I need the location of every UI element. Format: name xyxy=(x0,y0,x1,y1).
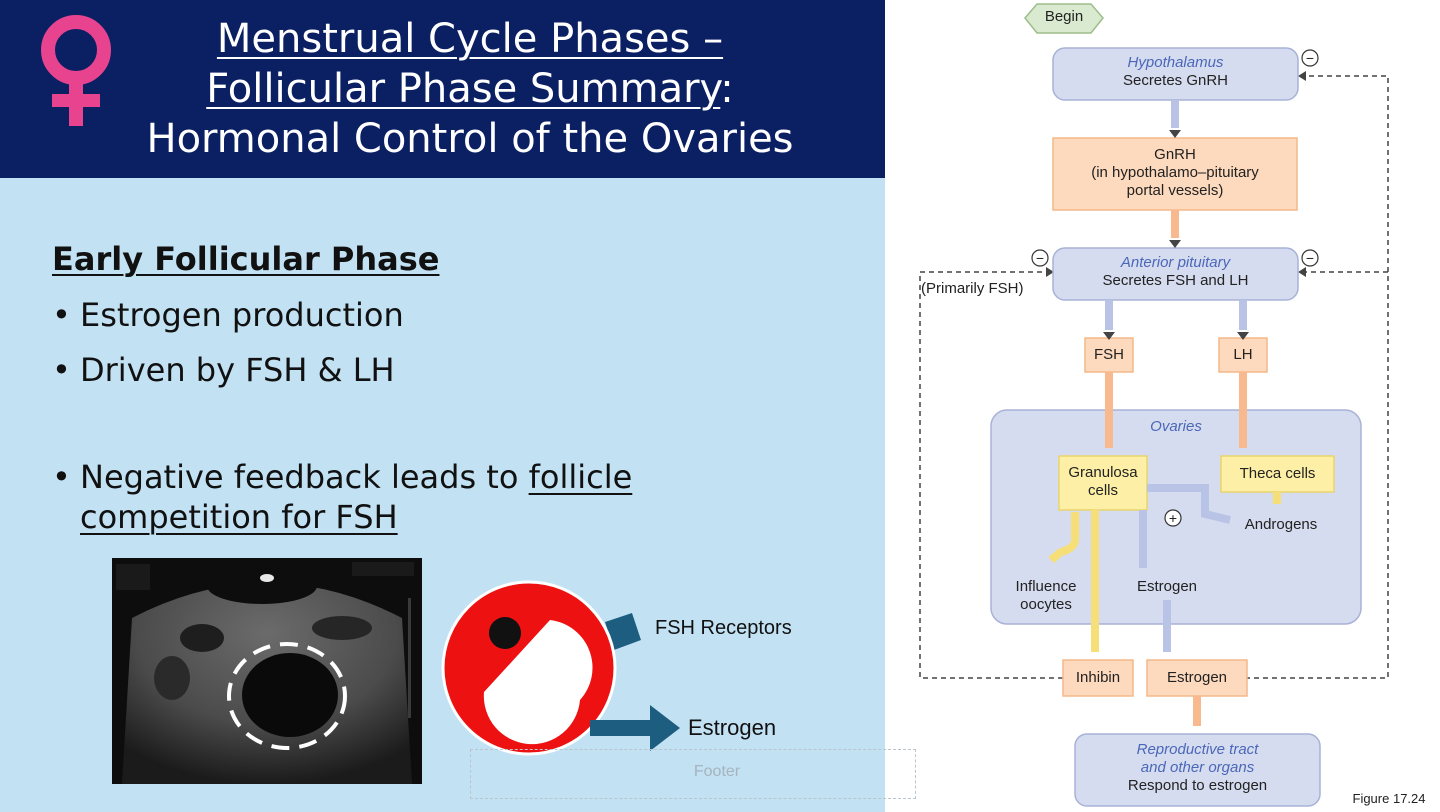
anterior-pituitary-sub: Secretes FSH and LH xyxy=(1102,272,1249,289)
granulosa-line-1: Granulosa xyxy=(1068,464,1138,481)
oocyte-dot xyxy=(489,617,521,649)
inhibin-label: Inhibin xyxy=(1075,669,1121,686)
respond-to-estrogen-label: Respond to estrogen xyxy=(1127,777,1268,794)
primarily-fsh-label: (Primarily FSH) xyxy=(921,280,1024,297)
gnrh-line-3: portal vessels) xyxy=(1126,182,1224,199)
estrogen-arrow-icon xyxy=(590,705,680,751)
lh-box-label: LH xyxy=(1233,346,1253,363)
hormone-flowchart: Begin Hypothalamus Secretes GnRH GnRH (i… xyxy=(885,0,1440,812)
ultrasound-image xyxy=(112,558,422,784)
minus-feedback-glyph: − xyxy=(1305,50,1315,66)
influence-oocytes-line-2: oocytes xyxy=(1020,596,1072,613)
bullet-glyph: • xyxy=(52,351,71,389)
footer-text: Footer xyxy=(693,763,741,780)
bullet-driven-by: Driven by FSH & LH xyxy=(80,351,395,389)
fsh-receptor-icon xyxy=(605,613,641,650)
slide-title: Menstrual Cycle Phases – Follicular Phas… xyxy=(120,14,820,164)
granulosa-line-2: cells xyxy=(1087,482,1118,499)
ovaries-label: Ovaries xyxy=(1150,418,1202,435)
bullet-follicle-link: follicle xyxy=(528,458,633,496)
title-line-2-colon: : xyxy=(720,66,734,112)
bullet-glyph: • xyxy=(52,458,71,496)
hypothalamus-sub: Secretes GnRH xyxy=(1122,72,1229,89)
estrogen-output-label: Estrogen xyxy=(1166,669,1228,686)
figure-caption: Figure 17.24 xyxy=(1352,791,1426,806)
estrogen-inner-label: Estrogen xyxy=(1136,578,1198,595)
title-line-3: Hormonal Control of the Ovaries xyxy=(146,116,794,162)
bullet-competition-line: competition for FSH xyxy=(80,498,398,536)
bullet-glyph: • xyxy=(52,296,71,334)
androgens-label: Androgens xyxy=(1244,516,1318,533)
hypothalamus-title: Hypothalamus xyxy=(1127,54,1224,71)
reproductive-tract-line-1: Reproductive tract xyxy=(1136,741,1259,758)
bullet-estrogen-production: Estrogen production xyxy=(80,296,404,334)
fsh-receptors-label: FSH Receptors xyxy=(655,617,792,639)
fsh-box-label: FSH xyxy=(1094,346,1124,363)
title-bar xyxy=(0,0,885,178)
reproductive-tract-line-2: and other organs xyxy=(1140,759,1255,776)
follicle-diagram xyxy=(441,580,680,756)
antrum-shape xyxy=(483,620,593,745)
bullet-negative-feedback: Negative feedback leads to follicle xyxy=(80,458,632,496)
title-line-1: Menstrual Cycle Phases – xyxy=(216,16,724,62)
anterior-pituitary-title: Anterior pituitary xyxy=(1120,254,1231,271)
ultrasound-scan-graphic xyxy=(116,562,414,784)
plus-feedback-glyph: + xyxy=(1168,510,1178,526)
bullet-negative-feedback-text: Negative feedback leads to xyxy=(80,458,529,496)
footer-placeholder-box xyxy=(470,749,916,799)
begin-hexagon xyxy=(1024,3,1104,34)
influence-oocytes-line-1: Influence xyxy=(1015,578,1077,595)
flowchart-graphics xyxy=(919,3,1389,807)
section-heading: Early Follicular Phase xyxy=(52,240,440,278)
minus-feedback-glyph: − xyxy=(1305,250,1315,266)
begin-label: Begin xyxy=(1044,8,1084,25)
estrogen-label: Estrogen xyxy=(688,715,777,740)
venus-symbol-icon xyxy=(41,15,111,126)
gnrh-line-2: (in hypothalamo–pituitary xyxy=(1091,164,1259,181)
theca-cells-label: Theca cells xyxy=(1239,465,1316,482)
minus-feedback-glyph: − xyxy=(1035,250,1045,266)
title-line-2: Follicular Phase Summary xyxy=(206,66,721,112)
bullet-competition-text: competition for FSH xyxy=(80,498,398,536)
gnrh-line-1: GnRH xyxy=(1154,146,1196,163)
